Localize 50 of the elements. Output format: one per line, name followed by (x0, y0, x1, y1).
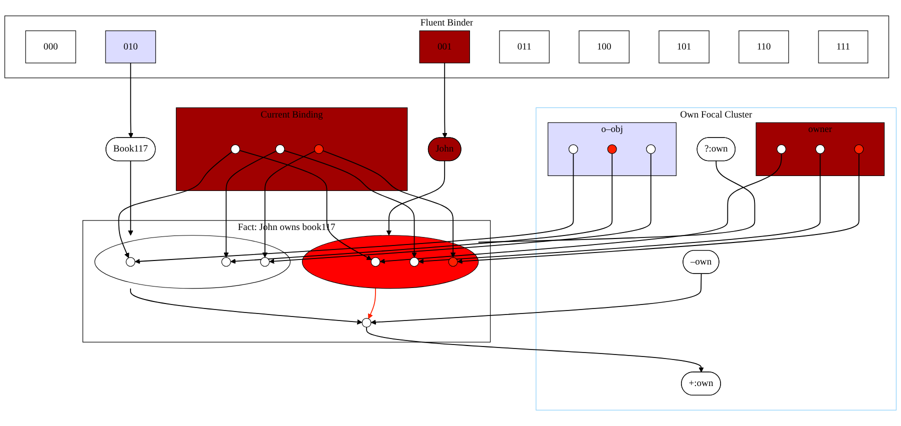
cluster: owner (756, 122, 885, 176)
cluster (94, 235, 291, 289)
node-box: 010 (105, 30, 156, 64)
arrow (230, 153, 613, 264)
node-circle (126, 257, 136, 267)
node-box: 000 (25, 30, 76, 64)
arrow (130, 288, 362, 325)
node-circle (260, 257, 270, 267)
node-circle (221, 257, 231, 267)
node-box: 001 (419, 30, 470, 64)
arrow (239, 150, 372, 260)
node-box: 111 (818, 30, 868, 64)
cluster: Current Binding (176, 107, 408, 191)
node-circle (776, 144, 786, 154)
arrow (442, 62, 448, 138)
node-circle (314, 144, 324, 154)
arrow (322, 150, 456, 258)
node-circle (448, 257, 458, 267)
node-circle (275, 144, 285, 154)
arrow (128, 160, 134, 236)
node-circle (370, 257, 380, 267)
cluster (302, 235, 479, 289)
arrow (366, 326, 704, 372)
cluster: o–obj (548, 122, 677, 176)
node-circle (815, 144, 825, 154)
arrow (224, 150, 277, 258)
connector (478, 160, 756, 243)
arrow (134, 153, 574, 264)
arrow (262, 150, 316, 258)
arrow (418, 153, 821, 264)
arrow (118, 151, 232, 258)
arrow (457, 153, 860, 264)
arrow (284, 150, 417, 258)
node-box: 101 (658, 30, 710, 64)
arrow (128, 62, 134, 138)
node-box: 100 (578, 30, 630, 64)
node-circle (230, 144, 240, 154)
node-circle (362, 318, 372, 328)
node-circle (410, 257, 420, 267)
arrow (368, 288, 376, 319)
arrow (370, 273, 702, 325)
node-circle (646, 144, 656, 154)
arrow (269, 153, 652, 264)
node-circle (854, 144, 864, 154)
arrow (380, 153, 782, 264)
node-box: 110 (738, 30, 789, 64)
node-circle (607, 144, 617, 154)
node-circle (568, 144, 578, 154)
arrow (386, 160, 446, 236)
node-box: 011 (499, 30, 550, 64)
